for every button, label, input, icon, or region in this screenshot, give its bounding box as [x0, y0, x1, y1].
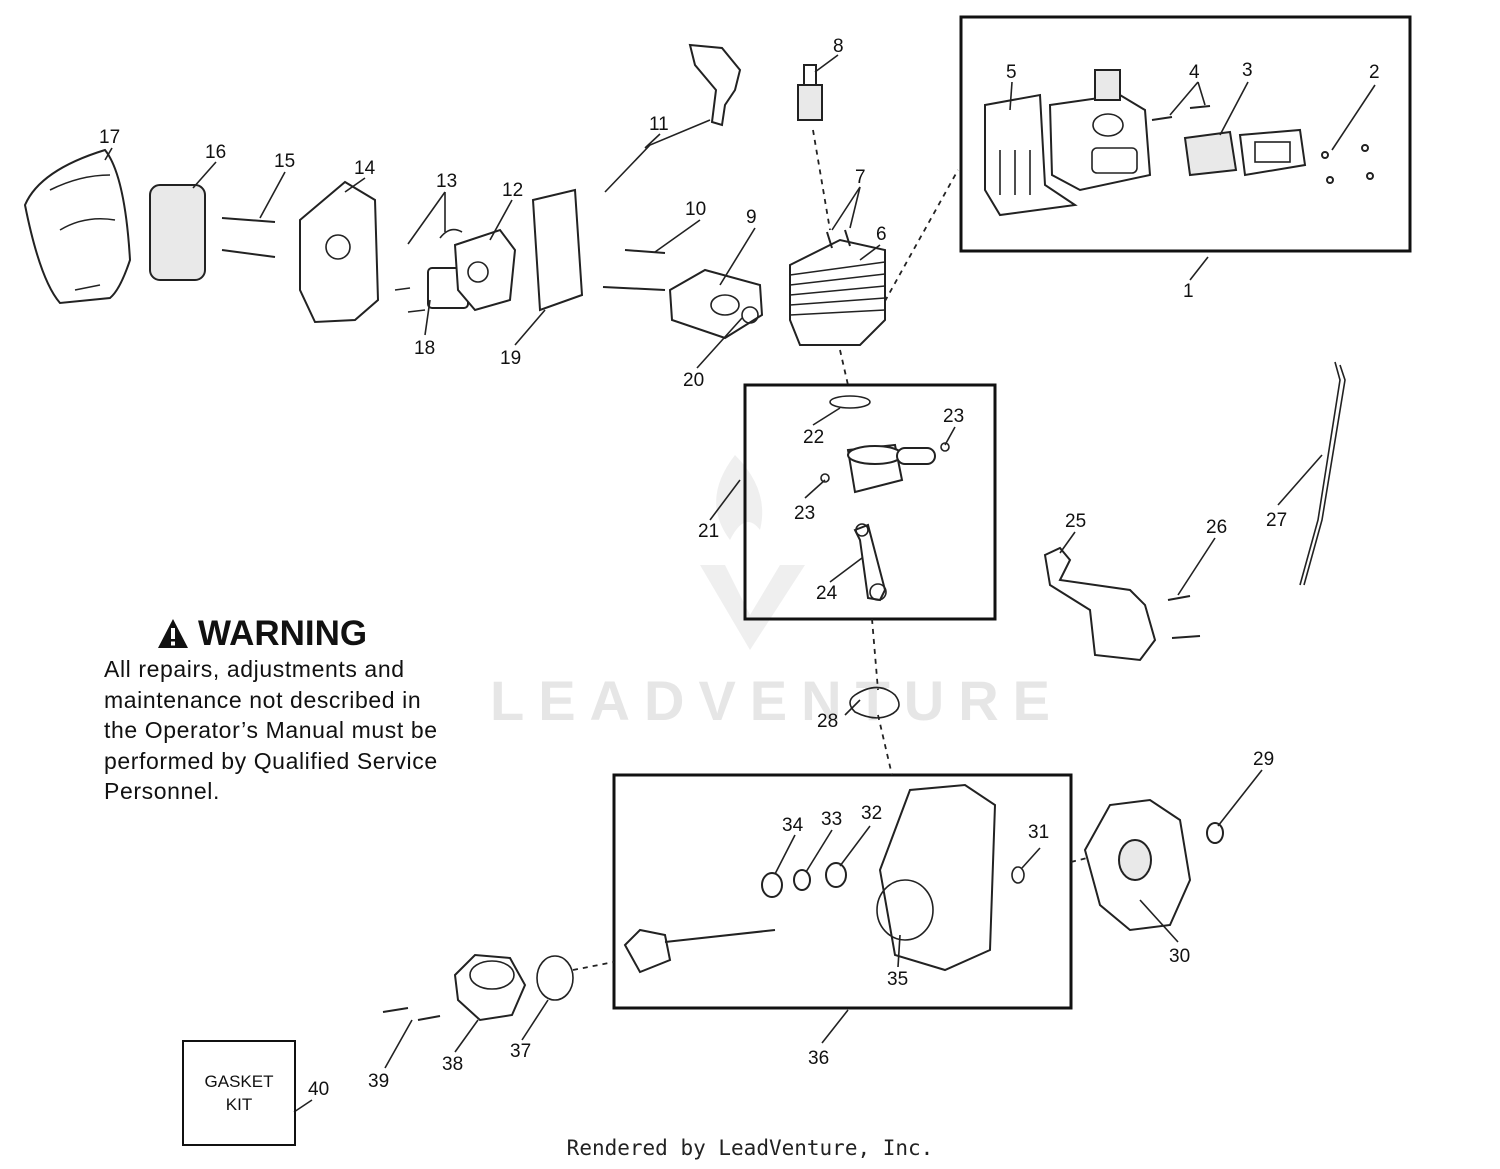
- throttle-linkage: [604, 43, 742, 193]
- warning-line: Personnel.: [104, 778, 220, 804]
- air-filter: [149, 184, 206, 281]
- warning-triangle-icon: [158, 619, 188, 648]
- callout-5: 5: [1006, 62, 1017, 83]
- gasket-kit-box: GASKET KIT: [182, 1040, 296, 1146]
- callout-8: 8: [833, 36, 844, 57]
- callout-31: 31: [1028, 822, 1049, 843]
- muffler-assembly-box: [959, 15, 1412, 253]
- callout-3: 3: [1242, 60, 1253, 81]
- gasket-kit-line2: KIT: [225, 1095, 253, 1114]
- filter-base: [299, 180, 380, 324]
- piston-parts: [820, 395, 950, 602]
- callout-34: 34: [782, 815, 804, 836]
- callout-20: 20: [683, 370, 704, 391]
- callout-26: 26: [1206, 517, 1227, 538]
- callout-17: 17: [99, 127, 120, 148]
- callout-11: 11: [649, 114, 669, 135]
- callout-28: 28: [817, 711, 838, 732]
- callout-35: 35: [887, 969, 908, 990]
- spark-plug: [797, 64, 823, 121]
- warning-body: All repairs, adjustments and maintenance…: [104, 654, 524, 807]
- crankcase-parts: [623, 783, 1025, 974]
- callout-37: 37: [510, 1041, 531, 1062]
- callout-23a: 23: [943, 406, 964, 427]
- filter-screws: [221, 217, 276, 258]
- callout-21: 21: [698, 521, 719, 542]
- crankcase-assembly-box: [612, 773, 1073, 1010]
- warning-title-text: WARNING: [198, 614, 368, 653]
- callout-18: 18: [414, 338, 435, 359]
- callout-32: 32: [861, 803, 882, 824]
- warning-line: performed by Qualified Service: [104, 747, 438, 774]
- callout-27: 27: [1266, 510, 1287, 531]
- callout-1: 1: [1183, 281, 1194, 302]
- cylinder: [789, 229, 886, 346]
- warning-title: WARNING: [156, 614, 524, 654]
- intake-manifold: [668, 268, 764, 340]
- callout-7: 7: [855, 167, 866, 188]
- callout-29: 29: [1253, 749, 1274, 770]
- carburetor: [394, 228, 517, 313]
- bearing-housing: [382, 953, 574, 1022]
- callout-36: 36: [808, 1048, 829, 1069]
- warning-line: the Operator’s Manual must be: [104, 717, 438, 743]
- warning-line: All repairs, adjustments and: [104, 656, 405, 682]
- air-filter-cover: [23, 148, 132, 305]
- callout-4: 4: [1189, 62, 1200, 83]
- watermark: LEADVENTURE: [490, 455, 1064, 732]
- footer-credit: Rendered by LeadVenture, Inc.: [566, 1136, 934, 1160]
- callout-23b: 23: [794, 503, 815, 524]
- callout-16: 16: [205, 142, 226, 163]
- watermark-text: LEADVENTURE: [490, 669, 1064, 732]
- clip: [741, 306, 759, 324]
- callout-19: 19: [500, 348, 521, 369]
- callout-33: 33: [821, 809, 842, 830]
- callout-6: 6: [876, 224, 887, 245]
- callout-24: 24: [816, 583, 838, 604]
- callout-15: 15: [274, 151, 295, 172]
- warning-notice: WARNING All repairs, adjustments and mai…: [104, 614, 524, 807]
- callout-10: 10: [685, 199, 706, 220]
- piston-assembly-box: [743, 383, 997, 621]
- muffler-parts: [984, 69, 1374, 217]
- intake-bolts: [602, 249, 666, 291]
- ignition-wire: [1299, 361, 1346, 586]
- callout-14: 14: [354, 158, 376, 179]
- leader-lines: [104, 54, 1376, 1113]
- callout-39: 39: [368, 1071, 389, 1092]
- callout-12: 12: [502, 180, 523, 201]
- callout-30: 30: [1169, 946, 1190, 967]
- ignition-coil: [1043, 546, 1201, 662]
- callout-13: 13: [436, 171, 457, 192]
- callout-25: 25: [1065, 511, 1086, 532]
- callout-22: 22: [803, 427, 824, 448]
- gasket-kit-line1: GASKET: [204, 1072, 274, 1091]
- warning-line: maintenance not described in: [104, 686, 422, 713]
- callout-2: 2: [1369, 62, 1380, 83]
- flywheel: [1083, 798, 1224, 932]
- carburetor-gasket: [531, 188, 584, 312]
- callout-9: 9: [746, 207, 757, 228]
- callout-numbers: 1 2 3 4 5 6 7 8 9 10 11 12 13 14 15 16 1…: [99, 36, 1380, 1100]
- callout-38: 38: [442, 1054, 463, 1075]
- callout-40: 40: [308, 1079, 329, 1100]
- crankcase-gasket: [849, 686, 900, 719]
